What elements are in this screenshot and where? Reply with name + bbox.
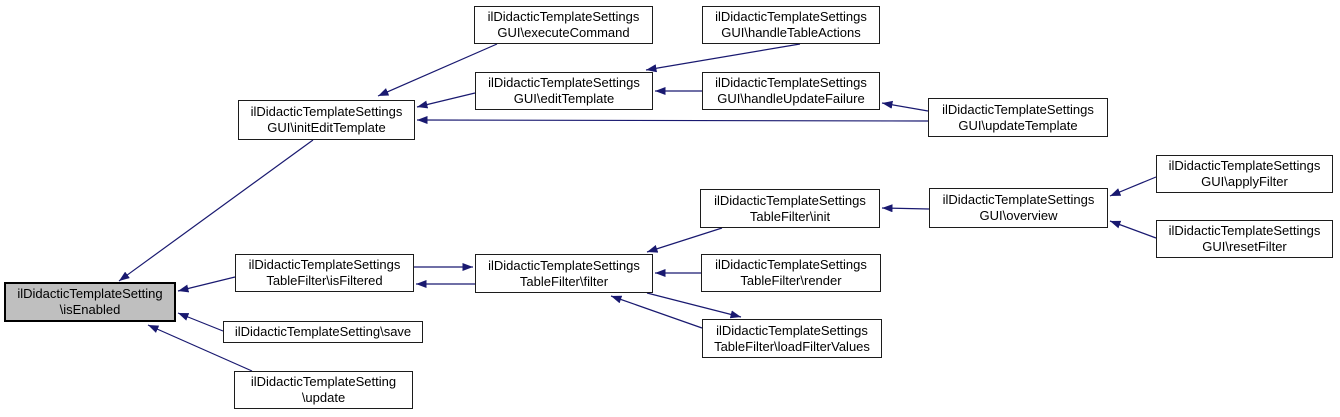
node-label: TableFilter\init [749, 208, 831, 224]
node-label: GUI\resetFilter [1202, 239, 1287, 254]
node-label: ilDidacticTemplateSettings [715, 75, 867, 90]
node-label: ilDidacticTemplateSetting [250, 374, 397, 389]
node-setting-is-enabled: ilDidacticTemplateSetting\isEnabled [4, 282, 176, 322]
node-label: ilDidacticTemplateSetting\save [234, 324, 412, 339]
node-label: ilDidacticTemplateSettings [488, 75, 640, 90]
edge-gui-reset-filter-to-gui-overview [1109, 220, 1157, 239]
node-label: TableFilter\render [740, 273, 842, 288]
node-label: TableFilter\loadFilterValues [714, 338, 870, 354]
edge-table-filter-init-to-table-filter-filter [646, 227, 723, 253]
node-setting-save[interactable]: ilDidacticTemplateSetting\save [223, 321, 423, 343]
node-label: TableFilter\filter [519, 273, 609, 289]
edge-table-filter-filter-to-table-filter-load-filter-values [646, 292, 742, 319]
node-label: ilDidacticTemplateSettings [715, 257, 867, 272]
edge-gui-execute-command-to-gui-init-edit-template [377, 43, 498, 97]
node-label: ilDidacticTemplateSettings [942, 192, 1095, 207]
edge-gui-init-edit-template-to-setting-is-enabled [118, 139, 314, 282]
node-label: GUI\initEditTemplate [267, 120, 386, 135]
node-label: ilDidacticTemplateSetting [17, 286, 163, 301]
edge-gui-update-template-to-gui-init-edit-template [416, 116, 929, 125]
node-label: ilDidacticTemplateSettings [716, 322, 868, 338]
node-label: TableFilter\isFiltered [266, 273, 383, 288]
edge-gui-apply-filter-to-gui-overview [1109, 176, 1157, 197]
node-label: ilDidacticTemplateSettings [250, 104, 403, 119]
edge-setting-save-to-setting-is-enabled [177, 312, 224, 332]
node-label: GUI\executeCommand [497, 25, 630, 40]
node-label: ilDidacticTemplateSettings [714, 192, 866, 208]
node-setting-update[interactable]: ilDidacticTemplateSetting\update [234, 371, 413, 409]
edge-gui-overview-to-table-filter-init [881, 204, 930, 213]
edge-gui-handle-table-actions-to-gui-edit-template [645, 43, 801, 73]
node-label: GUI\editTemplate [513, 91, 615, 106]
node-label: GUI\handleUpdateFailure [717, 91, 865, 106]
edge-gui-edit-template-to-gui-init-edit-template [416, 92, 476, 109]
node-label: ilDidacticTemplateSettings [1168, 223, 1321, 238]
node-label: \update [301, 390, 346, 405]
node-label: ilDidacticTemplateSettings [488, 257, 640, 273]
node-label: ilDidacticTemplateSettings [715, 9, 867, 24]
edge-table-filter-is-filtered-to-setting-is-enabled [177, 276, 236, 293]
node-label: ilDidacticTemplateSettings [487, 9, 640, 24]
node-label: ilDidacticTemplateSettings [248, 257, 401, 272]
node-label: GUI\updateTemplate [958, 117, 1078, 133]
node-label: ilDidacticTemplateSettings [1168, 158, 1321, 173]
node-label: GUI\applyFilter [1201, 174, 1288, 189]
edge-setting-update-to-setting-is-enabled [147, 324, 253, 372]
node-label: GUI\overview [979, 208, 1058, 223]
edge-table-filter-load-filter-values-to-table-filter-filter [610, 295, 703, 329]
node-label: \isEnabled [59, 302, 121, 317]
node-label: GUI\handleTableActions [721, 25, 861, 40]
node-label: ilDidacticTemplateSettings [942, 101, 1094, 117]
edge-gui-update-template-to-gui-handle-update-failure [881, 100, 929, 112]
